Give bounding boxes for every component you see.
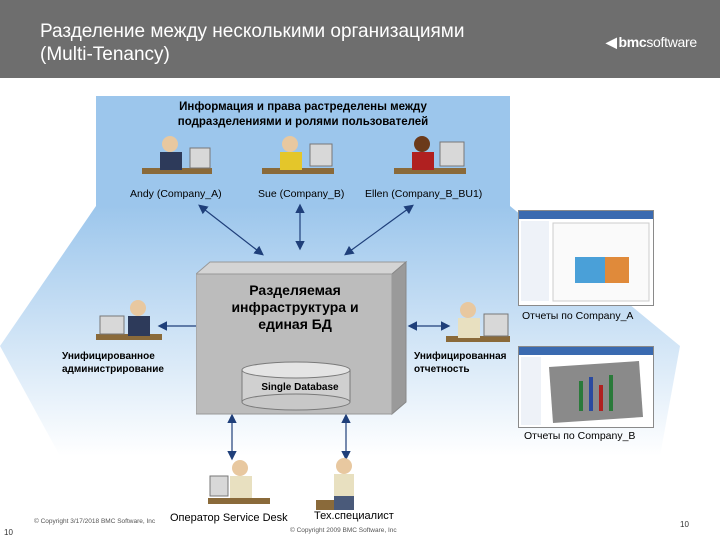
bmc-logo-icon: ◀ [606,34,617,50]
operator-person-icon [208,460,270,504]
center-line1: Разделяемая [249,282,341,298]
user-label-sue: Sue (Company_B) [258,188,345,200]
report-person-icon [446,302,510,342]
bmc-logo: ◀bmcsoftware [606,34,697,51]
user-label-andy: Andy (Company_A) [130,188,222,200]
footer-copyright-center: © Copyright 2009 BMC Software, Inc [290,527,397,534]
bmc-logo-text2: software [646,34,697,50]
shared-infrastructure-cube [196,260,408,416]
arrow-ellen [344,204,414,256]
slide-title-line1: Разделение между несколькими организация… [40,21,465,42]
user-label-ellen: Ellen (Company_B_BU1) [365,188,483,200]
admin-label-line2: администрирование [62,364,164,375]
footer-copyright-left: © Copyright 3/17/2018 BMC Software, Inc [34,518,156,525]
shared-infrastructure-label: Разделяемая инфраструктура и единая БД [220,282,370,333]
report-b-screenshot [518,346,654,428]
specialist-person-icon [316,458,354,510]
single-database-label: Single Database [261,382,339,393]
slide-header [0,0,720,78]
arrow-andy [198,204,264,256]
reporting-label-line2: отчетность [414,364,470,375]
top-caption: Информация и права растределены между по… [96,100,510,130]
report-a-chart-icon [519,211,653,302]
admin-person-icon [96,300,162,340]
admin-label-line1: Унифицированное [62,351,155,362]
top-caption-line1: Информация и права растределены между [179,101,427,113]
page-number-right: 10 [680,520,689,529]
report-b-label: Отчеты по Company_B [524,430,636,442]
top-caption-line2: подразделениями и ролями пользователей [177,116,429,128]
report-a-screenshot [518,210,654,306]
reporting-label: Унифицированная отчетность [414,350,507,376]
center-line3: единая БД [258,316,332,332]
slide-title-line2: (Multi-Tenancy) [40,44,170,65]
report-b-chart-icon [519,347,653,425]
center-line2: инфраструктура и [231,299,359,315]
bmc-logo-text: bmc [618,34,647,50]
ellen-person-icon [394,136,466,174]
page-number-left: 10 [4,528,13,537]
specialist-label: Тех.специалист [314,510,394,522]
single-database-cylinder [241,361,351,411]
reporting-label-line1: Унифицированная [414,351,507,362]
admin-label: Унифицированное администрирование [62,350,164,376]
sue-person-icon [262,136,334,174]
andy-person-icon [142,136,212,174]
slide-title: Разделение между несколькими организация… [40,20,560,66]
operator-label: Оператор Service Desk [170,512,288,524]
report-a-label: Отчеты по Company_A [522,310,634,322]
